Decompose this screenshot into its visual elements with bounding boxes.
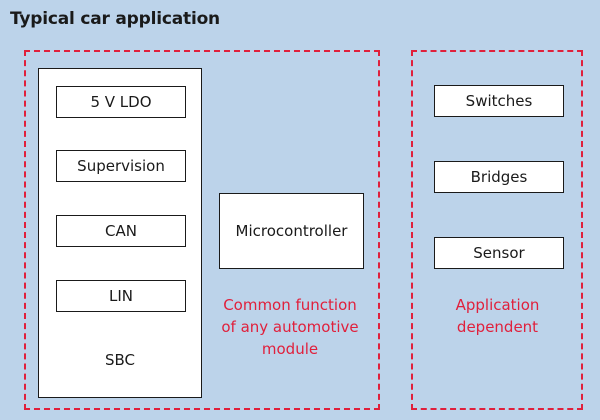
lin-block: LIN [56, 280, 186, 312]
ldo-block: 5 V LDO [56, 86, 186, 118]
sensor-block: Sensor [434, 237, 564, 269]
common-function-caption: Common function of any automotive module [221, 296, 359, 358]
microcontroller-block: Microcontroller [219, 193, 364, 269]
common-function-region [24, 50, 380, 410]
can-block: CAN [56, 215, 186, 247]
application-dependent-region [411, 50, 583, 410]
bridges-block: Bridges [434, 161, 564, 193]
sbc-label: SBC [104, 351, 136, 369]
supervision-block: Supervision [56, 150, 186, 182]
diagram-title: Typical car application [10, 9, 220, 29]
switches-block: Switches [434, 85, 564, 117]
application-dependent-caption: Application dependent [455, 296, 540, 336]
